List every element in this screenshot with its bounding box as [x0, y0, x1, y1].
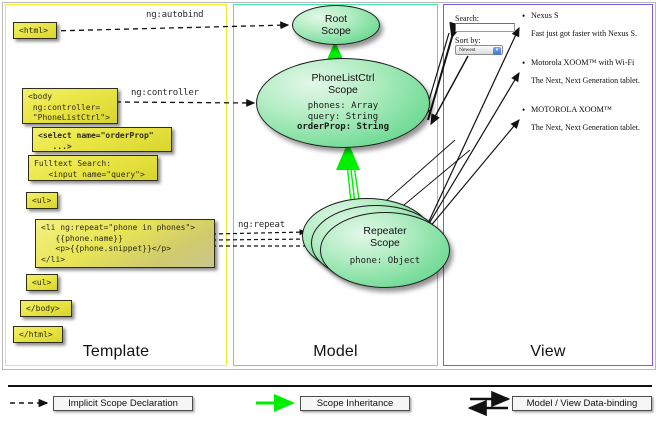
arrow-binding-phone-1: [416, 26, 520, 248]
label-ng-controller: ng:controller: [131, 88, 199, 98]
column-label-template: Template: [82, 343, 150, 360]
view-sort-selected-value: Newest: [459, 47, 476, 53]
template-box-ul-close[interactable]: <ul>: [26, 274, 58, 291]
scope-phonelistctrl[interactable]: PhoneListCtrl Scope phones: Array query:…: [256, 58, 430, 148]
scope-phonelistctrl-prop-phones: phones: Array: [307, 101, 379, 111]
column-label-view: View: [530, 343, 566, 360]
arrow-binding-sort: [430, 55, 469, 126]
scope-repeater-front[interactable]: Repeater Scope phone: Object: [320, 212, 450, 288]
view-phone-name-1-text: Nexus S: [531, 11, 559, 20]
view-phone-name-3: • MOTOROLA XOOM™: [522, 105, 612, 115]
legend-label-implicit-scope-declaration: Implicit Scope Declaration: [53, 396, 193, 411]
label-ng-repeat: ng:repeat: [238, 220, 285, 230]
column-label-model: Model: [313, 343, 358, 360]
bullet-icon: •: [522, 58, 526, 68]
column-view: View: [443, 4, 653, 366]
view-sort-select[interactable]: Newest ▾: [455, 45, 503, 55]
view-phone-snippet-3: The Next, Next Generation tablet.: [531, 123, 640, 132]
template-box-ul-open[interactable]: <ul>: [26, 192, 58, 209]
scope-repeater-title: Repeater Scope: [363, 225, 407, 249]
arrow-binding-scope-link: [377, 139, 471, 216]
scope-phonelistctrl-prop-orderprop: orderProp: String: [296, 122, 390, 132]
template-box-body-close[interactable]: </body>: [20, 300, 72, 317]
scope-root-title: Root Scope: [321, 13, 351, 37]
view-phone-name-3-text: MOTOROLA XOOM™: [531, 105, 612, 114]
bullet-icon: •: [522, 105, 526, 115]
view-search-label: Search:: [455, 14, 479, 23]
template-box-fulltext-search[interactable]: Fulltext Search: <input name="query">: [28, 155, 158, 181]
column-template: Template: [5, 4, 227, 366]
template-box-li-ngrepeat[interactable]: <li ng:repeat="phone in phones"> {{phone…: [35, 219, 215, 268]
view-search-input[interactable]: [455, 23, 515, 32]
template-box-select-orderprop[interactable]: <select name="orderProp" ...>: [32, 127, 172, 152]
template-box-html-open[interactable]: <html>: [13, 22, 57, 39]
scope-repeater-prop-phone: phone: Object: [349, 256, 421, 266]
arrow-ng-autobind: [51, 21, 290, 32]
chevron-down-icon[interactable]: ▾: [493, 47, 501, 55]
view-phone-snippet-2: The Next, Next Generation tablet.: [531, 76, 640, 85]
scope-phonelistctrl-prop-query: query: String: [307, 111, 379, 122]
view-phone-name-2: • Motorola XOOM™ with Wi-Fi: [522, 58, 635, 68]
template-box-html-close[interactable]: </html>: [13, 326, 63, 343]
view-phone-name-2-text: Motorola XOOM™ with Wi-Fi: [531, 58, 635, 67]
scope-root[interactable]: Root Scope: [292, 5, 380, 45]
view-phone-name-1: • Nexus S: [522, 11, 559, 21]
legend-label-model-view-data-binding: Model / View Data-binding: [512, 396, 652, 411]
legend-divider: [8, 385, 652, 387]
label-ng-autobind: ng:autobind: [146, 10, 204, 20]
arrow-ng-repeat: [211, 229, 319, 250]
template-box-body-controller[interactable]: <body ng:controller= "PhoneListCtrl">: [22, 88, 118, 124]
view-sort-label: Sort by:: [455, 36, 481, 45]
legend-label-scope-inheritance: Scope Inheritance: [300, 396, 410, 411]
view-phone-snippet-1: Fast just got faster with Nexus S.: [531, 29, 637, 38]
scope-phonelistctrl-title: PhoneListCtrl Scope: [311, 72, 375, 96]
bullet-icon: •: [522, 11, 526, 21]
